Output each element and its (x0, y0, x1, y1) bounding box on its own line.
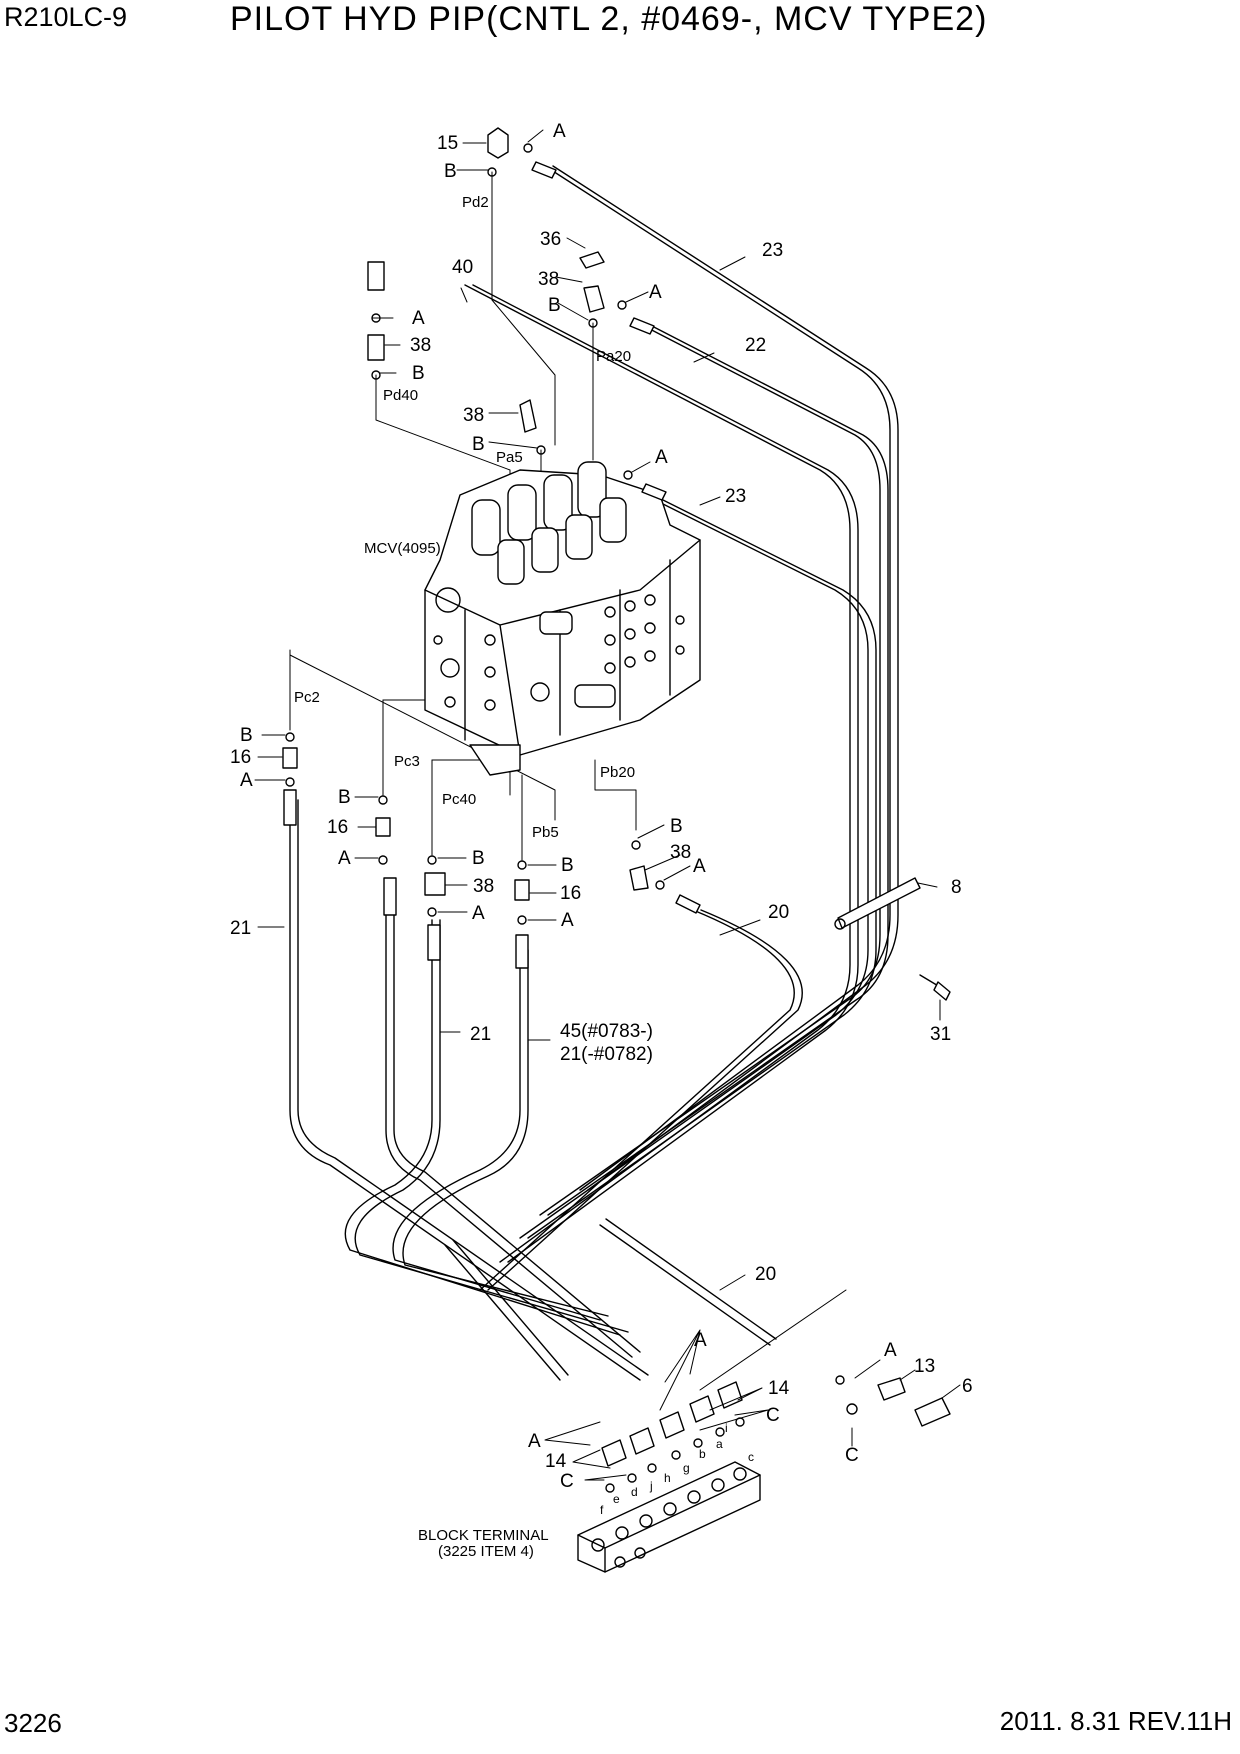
block-terminal-ref: (3225 ITEM 4) (438, 1543, 534, 1560)
page-title: PILOT HYD PIP(CNTL 2, #0469-, MCV TYPE2) (230, 0, 988, 38)
terminal-port-a: a (716, 1437, 723, 1451)
labels: 15 B A Pd2 36 38 B A 23 22 Pa20 40 A 38 … (230, 121, 973, 1560)
callout-20: 20 (755, 1264, 776, 1285)
terminal-port-i: i (725, 1421, 728, 1435)
callout-38: 38 (670, 842, 691, 863)
callout-a: A (240, 770, 253, 791)
callout-21: 21 (230, 918, 251, 939)
terminal-port-h: h (664, 1471, 671, 1485)
callout-22: 22 (745, 335, 766, 356)
callout-b: B (670, 816, 683, 837)
terminal-port-g: g (683, 1461, 690, 1475)
callout-a: A (649, 282, 662, 303)
callout-38: 38 (538, 269, 559, 290)
terminal-port-e: e (613, 1492, 620, 1506)
page-number: 3226 (4, 1708, 62, 1738)
callout-a: A (561, 910, 574, 931)
callout-38: 38 (463, 405, 484, 426)
callout-21: 21 (470, 1024, 491, 1045)
callout-16: 16 (327, 817, 348, 838)
callout-b: B (412, 363, 425, 384)
callout-b: B (338, 787, 351, 808)
callout-31: 31 (930, 1024, 951, 1045)
port-pa5: Pa5 (496, 449, 523, 466)
callout-15: 15 (437, 133, 458, 154)
callout-16: 16 (560, 883, 581, 904)
mcv-label: MCV(4095) (364, 540, 441, 557)
callout-16: 16 (230, 747, 251, 768)
callout-36: 36 (540, 229, 561, 250)
port-pd40: Pd40 (383, 387, 418, 404)
model-number: R210LC-9 (4, 2, 128, 32)
callout-b: B (240, 725, 253, 746)
callout-a: A (884, 1340, 897, 1361)
block-terminal-label: BLOCK TERMINAL (418, 1527, 549, 1544)
callout-8: 8 (951, 877, 962, 898)
callout-20: 20 (768, 902, 789, 923)
revision-date: 2011. 8.31 REV.11H (999, 1706, 1232, 1736)
callout-a: A (412, 308, 425, 329)
port-pd2: Pd2 (462, 194, 489, 211)
fittings (282, 127, 951, 1573)
callout-b: B (548, 295, 561, 316)
port-pc40: Pc40 (442, 791, 476, 808)
note-21: 21(-#0782) (560, 1044, 653, 1065)
callout-leaders (254, 129, 961, 1481)
callout-b: B (472, 434, 485, 455)
callout-23: 23 (725, 486, 746, 507)
callout-38: 38 (410, 335, 431, 356)
callout-b: B (561, 855, 574, 876)
port-pb20: Pb20 (600, 764, 635, 781)
port-pc3: Pc3 (394, 753, 420, 770)
callout-13: 13 (914, 1356, 935, 1377)
callout-c: C (845, 1445, 859, 1466)
callout-a: A (693, 856, 706, 877)
terminal-port-f: f (600, 1503, 604, 1517)
callout-b: B (444, 161, 457, 182)
callout-a: A (655, 447, 668, 468)
terminal-port-j: j (649, 1479, 653, 1493)
callout-b: B (472, 848, 485, 869)
terminal-port-b: b (699, 1447, 706, 1461)
callout-23: 23 (762, 240, 783, 261)
callout-40: 40 (452, 257, 473, 278)
port-pb5: Pb5 (532, 824, 559, 841)
note-45: 45(#0783-) (560, 1021, 653, 1042)
port-pc2: Pc2 (294, 689, 320, 706)
callout-a: A (472, 903, 485, 924)
callout-c: C (560, 1471, 574, 1492)
callout-a: A (553, 121, 566, 142)
callout-38: 38 (473, 876, 494, 897)
port-pa20: Pa20 (596, 348, 631, 365)
hose-bundle-right (464, 165, 899, 1291)
callout-a: A (338, 848, 351, 869)
callout-a: A (694, 1330, 707, 1351)
callout-a: A (528, 1431, 541, 1452)
callout-14: 14 (768, 1378, 790, 1399)
terminal-port-d: d (631, 1485, 638, 1499)
callout-c: C (766, 1405, 780, 1426)
hose-bundle-left (289, 799, 777, 1381)
callout-14: 14 (545, 1451, 567, 1472)
main-control-valve (424, 461, 701, 776)
terminal-port-c: c (748, 1450, 754, 1464)
callout-6: 6 (962, 1376, 973, 1397)
